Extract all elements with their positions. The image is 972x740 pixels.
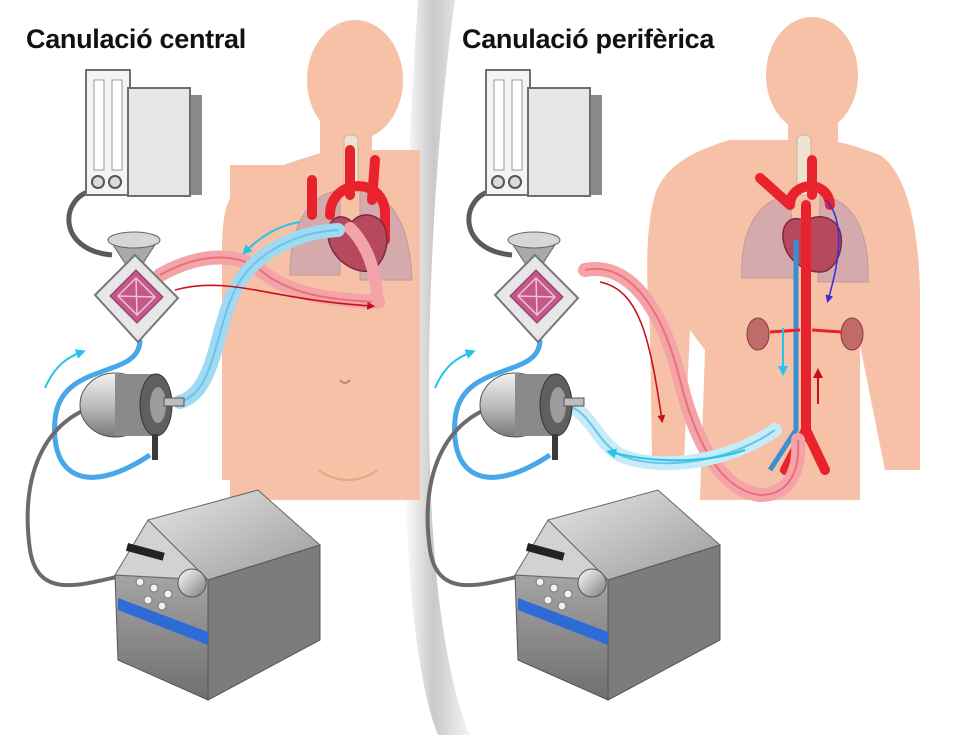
arterial-line-left-core [159, 256, 379, 303]
right-panel [425, 17, 920, 701]
centrifugal-pump-icon [79, 372, 185, 460]
console-icon [514, 489, 721, 701]
panel-title-central: Canulació central [26, 24, 246, 54]
pump-to-oxygenator-line-right [452, 339, 552, 480]
panel-divider [403, 0, 470, 735]
flow-arrow-icon [174, 284, 376, 310]
power-cable-right [425, 398, 526, 588]
venous-line-left-core [179, 229, 339, 403]
flow-arrow-icon [242, 221, 301, 255]
flow-arrow-icon [599, 281, 666, 424]
flow-arrow-icon [606, 448, 746, 462]
arterial-cannula-left [344, 222, 384, 308]
venous-line-right-core [564, 404, 776, 465]
flow-arrow-icon [434, 349, 476, 389]
oxygenator-icon [93, 231, 180, 344]
flow-arrow-icon [825, 199, 840, 304]
flow-arrow-icon [44, 349, 86, 389]
flowmeter-icon [85, 69, 202, 197]
flowmeter-icon [485, 69, 602, 197]
kidney-icon [746, 317, 864, 351]
pump-to-oxygenator-line-left [52, 339, 152, 480]
oxygenator-icon [493, 231, 580, 344]
vena-cava [767, 240, 799, 472]
aortic-arch [307, 145, 390, 245]
console-icon [114, 489, 321, 701]
centrifugal-pump-icon [479, 372, 585, 460]
arterial-line-right-core [584, 267, 800, 497]
power-cable-left [25, 398, 126, 588]
panel-title-peripheral: Canulació perifèrica [462, 24, 715, 54]
gas-line-left [66, 187, 113, 258]
left-panel [25, 20, 420, 701]
gas-line-right [466, 187, 513, 258]
